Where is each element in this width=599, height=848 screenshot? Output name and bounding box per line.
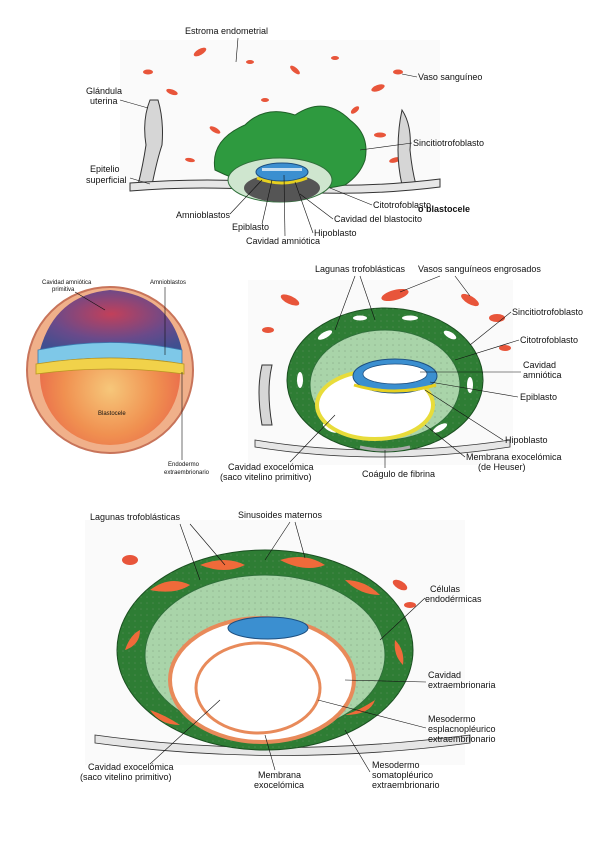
label-cav-amn-1: Cavidad amniótica (42, 280, 92, 286)
label-cav-amn-3-1: Cavidad (523, 360, 556, 370)
label-cav-exo-4-1: Cavidad exocelómica (88, 762, 174, 772)
label-citotrofo-3: Citotrofoblasto (520, 335, 578, 345)
label-cav-exo-4-2: (saco vitelino primitivo) (80, 772, 172, 782)
label-lagunas-4: Lagunas trofoblásticas (90, 512, 181, 522)
blood-vessels (143, 47, 403, 163)
label-cav-exo-3-2: (saco vitelino primitivo) (220, 472, 312, 482)
label-celulas-2: endodérmicas (425, 594, 482, 604)
label-blastocele-2: Blastocele (98, 411, 126, 417)
label-meso-espl-1: Mesodermo (428, 714, 476, 724)
surface-epithelium-3 (254, 439, 511, 458)
label-amnioblastos: Amnioblastos (176, 210, 231, 220)
hypoblast (256, 176, 308, 185)
label-membrana-4-2: exocelómica (254, 780, 304, 790)
label-cav-amn-3-2: amniótica (523, 370, 562, 380)
lacunae-with-blood (125, 556, 404, 725)
figure-blastocyst-section: Cavidad amniótica primitiva Amnioblastos… (26, 280, 210, 476)
label-cav-extra-1: Cavidad (428, 670, 461, 680)
uterine-gland-3 (258, 364, 273, 426)
extraembryonic-endoderm (35, 357, 185, 375)
label-cavidad-amniotica: Cavidad amniótica (246, 236, 320, 246)
label-cav-amn-2: primitiva (52, 287, 75, 293)
label-membrana-3-2: (de Heuser) (478, 462, 526, 472)
label-glandula-1: Glándula (86, 86, 122, 96)
label-epitelio-1: Epitelio (90, 164, 120, 174)
label-membrana-4-1: Membrana (258, 770, 301, 780)
primitive-amniotic-cavity (40, 290, 182, 350)
label-endodermo-2: extraembrionario (164, 470, 210, 476)
figure-implantation-early: Estroma endometrial Glándula uterina Vas… (86, 26, 484, 246)
label-blastocele: o blastocele (418, 204, 470, 214)
label-cavidad-blastocito: Cavidad del blastocito (334, 214, 422, 224)
label-epiblasto-3: Epiblasto (520, 392, 557, 402)
label-hipoblasto-3: Hipoblasto (505, 435, 548, 445)
label-meso-soma-1: Mesodermo (372, 760, 420, 770)
label-vasos-3: Vasos sanguíneos engrosados (418, 264, 541, 274)
exocoelomic-cavity-4 (194, 641, 322, 735)
epiblast (255, 162, 309, 182)
label-membrana-3-1: Membrana exocelómica (466, 452, 562, 462)
label-hipoblasto: Hipoblasto (314, 228, 357, 238)
label-meso-soma-2: somatopléurico (372, 770, 433, 780)
label-cav-exo-3-1: Cavidad exocelómica (228, 462, 314, 472)
surface-epithelium-4 (94, 734, 471, 756)
amniotic-cavity-3 (362, 363, 428, 385)
label-meso-espl-3: extraembrionario (428, 734, 496, 744)
label-sinusoides: Sinusoides maternos (238, 510, 323, 520)
amniotic-cavity (262, 168, 302, 171)
label-celulas-1: Células (430, 584, 461, 594)
label-amnioblastos-2: Amnioblastos (150, 280, 186, 286)
label-coagulo: Coágulo de fibrina (362, 469, 435, 479)
label-citotrofo: Citotrofoblasto (373, 200, 431, 210)
label-epiblasto: Epiblasto (232, 222, 269, 232)
label-meso-soma-3: extraembrionario (372, 780, 440, 790)
label-sincitio: Sincitiotrofoblasto (413, 138, 484, 148)
label-meso-espl-2: esplacnopléurico (428, 724, 496, 734)
label-vaso: Vaso sanguíneo (418, 72, 482, 82)
label-lagunas-3: Lagunas trofoblásticas (315, 264, 406, 274)
label-sincitio-3: Sincitiotrofoblasto (512, 307, 583, 317)
maternal-sinusoids (122, 555, 416, 608)
label-glandula-2: uterina (90, 96, 118, 106)
figure-day-nine: Lagunas trofoblásticas Vasos sanguíneos … (220, 264, 583, 482)
figure-day-twelve: Lagunas trofoblásticas Sinusoides matern… (80, 510, 496, 790)
label-cav-extra-2: extraembrionaria (428, 680, 496, 690)
hypoblast-3 (353, 383, 437, 393)
label-epitelio-2: superficial (86, 175, 127, 185)
label-estroma: Estroma endometrial (185, 26, 268, 36)
label-endodermo-1: Endodermo (168, 462, 200, 468)
embryonic-disc-4 (227, 616, 309, 640)
